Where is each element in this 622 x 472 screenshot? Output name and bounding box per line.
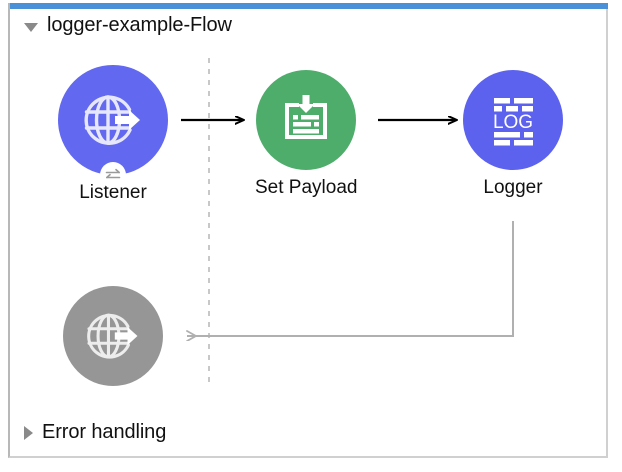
- node-listener[interactable]: Listener: [58, 65, 168, 204]
- globe-arrow-icon: [84, 95, 140, 145]
- flow-header-error-handling[interactable]: Error handling: [24, 421, 166, 444]
- node-listener-circle[interactable]: [58, 65, 168, 188]
- node-error-listener[interactable]: [63, 286, 163, 386]
- node-logger-label: Logger: [483, 177, 543, 198]
- log-lines-icon: LOG: [493, 98, 533, 146]
- panel-accent-bar: [10, 3, 608, 9]
- triangle-down-icon[interactable]: [24, 22, 38, 32]
- globe-arrow-icon: [87, 313, 138, 359]
- node-listener-label: Listener: [79, 182, 147, 203]
- node-error-listener-circle[interactable]: [63, 286, 163, 386]
- node-set-payload[interactable]: Set Payload: [255, 70, 357, 199]
- document-download-icon: [285, 95, 328, 139]
- node-logger-circle[interactable]: LOG: [463, 70, 563, 170]
- node-set-payload-label: Set Payload: [255, 177, 358, 198]
- flow-title-main: logger-example-Flow: [47, 14, 232, 36]
- node-set-payload-circle[interactable]: [256, 70, 357, 170]
- triangle-right-icon[interactable]: [24, 425, 33, 440]
- flow-title-error-handling: Error handling: [42, 421, 167, 443]
- sync-arrows-icon: [105, 168, 121, 179]
- sync-badge: [100, 162, 126, 188]
- node-logger[interactable]: LOG Logger: [463, 70, 563, 199]
- flow-header-main[interactable]: logger-example-Flow: [24, 14, 232, 37]
- log-icon-text: LOG: [493, 112, 533, 133]
